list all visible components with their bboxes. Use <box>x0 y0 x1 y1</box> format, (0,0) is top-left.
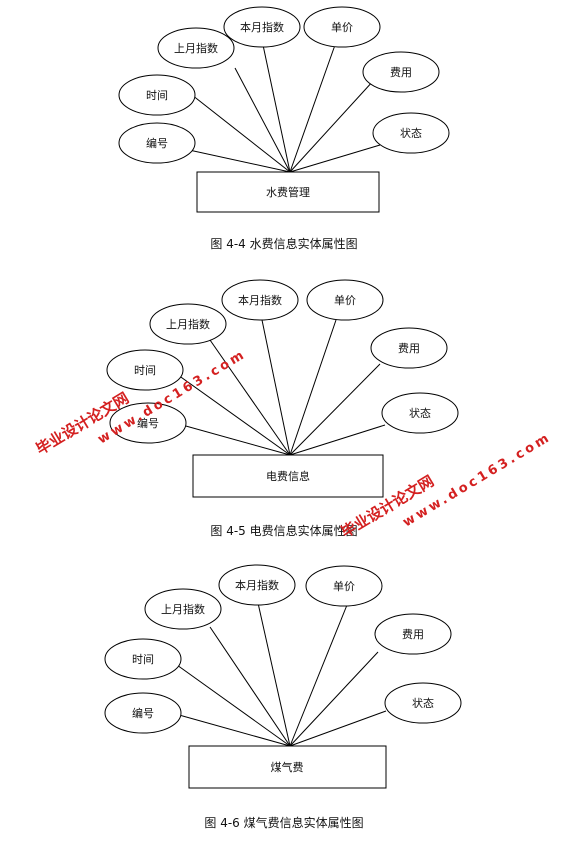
figure-caption: 图 4-4 水费信息实体属性图 <box>210 236 357 251</box>
figure-caption: 图 4-5 电费信息实体属性图 <box>210 523 357 538</box>
figure-caption: 图 4-6 煤气费信息实体属性图 <box>204 815 363 830</box>
attr-label-unit-price: 单价 <box>331 21 353 34</box>
attr-label-time: 时间 <box>146 89 168 102</box>
attr-label-current-reading: 本月指数 <box>240 20 284 34</box>
attr-label-current-reading: 本月指数 <box>238 293 282 307</box>
attr-label-id: 编号 <box>132 706 154 720</box>
attr-ellipse-fee <box>374 613 452 655</box>
attr-label-time: 时间 <box>134 364 156 377</box>
attr-ellipse-time <box>106 349 184 391</box>
attr-ellipse-time <box>104 638 182 680</box>
attr-label-status: 状态 <box>400 126 422 140</box>
attr-label-unit-price: 单价 <box>334 294 356 307</box>
diagram-water: 编号 时间 上月指数 本月指数 单价 费用 状态 水费管理 图 4-4 水费信息… <box>118 6 450 251</box>
entity-label: 煤气费 <box>271 760 304 774</box>
attr-ellipse-current-reading <box>223 6 301 48</box>
attr-label-last-reading: 上月指数 <box>174 41 218 55</box>
attr-label-time: 时间 <box>132 653 154 666</box>
attr-ellipse-unit-price <box>305 565 383 607</box>
attr-ellipse-unit-price <box>306 279 384 321</box>
attr-ellipse-current-reading <box>221 279 299 321</box>
attr-label-id: 编号 <box>137 416 159 430</box>
attr-ellipse-id <box>104 692 182 734</box>
attr-ellipse-fee <box>370 327 448 369</box>
attr-ellipse-time <box>118 74 196 116</box>
attr-ellipse-last-reading <box>144 588 222 630</box>
attr-ellipse-last-reading <box>149 303 227 345</box>
attr-label-fee: 费用 <box>402 628 424 641</box>
attr-ellipse-id <box>118 122 196 164</box>
attr-label-last-reading: 上月指数 <box>166 317 210 331</box>
attr-label-last-reading: 上月指数 <box>161 602 205 616</box>
entity-box <box>188 745 387 789</box>
attr-ellipse-unit-price <box>303 6 381 48</box>
attr-ellipse-status <box>384 682 462 724</box>
attr-ellipse-id <box>109 402 187 444</box>
entity-box <box>196 171 380 213</box>
diagram-electricity: 编号 时间 上月指数 本月指数 单价 费用 状态 电费信息 图 4-5 电费信息… <box>106 279 459 538</box>
attr-label-unit-price: 单价 <box>333 580 355 593</box>
attr-ellipse-last-reading <box>157 27 235 69</box>
entity-label: 水费管理 <box>266 185 310 199</box>
diagram-gas: 编号 时间 上月指数 本月指数 单价 费用 状态 煤气费 图 4-6 煤气费信息… <box>104 564 462 830</box>
attr-ellipse-current-reading <box>218 564 296 606</box>
attr-label-fee: 费用 <box>398 342 420 355</box>
entity-label: 电费信息 <box>266 469 310 483</box>
attr-label-status: 状态 <box>412 696 434 710</box>
attr-label-id: 编号 <box>146 136 168 150</box>
attr-label-status: 状态 <box>409 406 431 420</box>
attr-ellipse-status <box>372 112 450 154</box>
attr-ellipse-status <box>381 392 459 434</box>
entity-box <box>192 454 384 498</box>
attr-label-current-reading: 本月指数 <box>235 578 279 592</box>
attr-label-fee: 费用 <box>390 66 412 79</box>
attr-ellipse-fee <box>362 51 440 93</box>
